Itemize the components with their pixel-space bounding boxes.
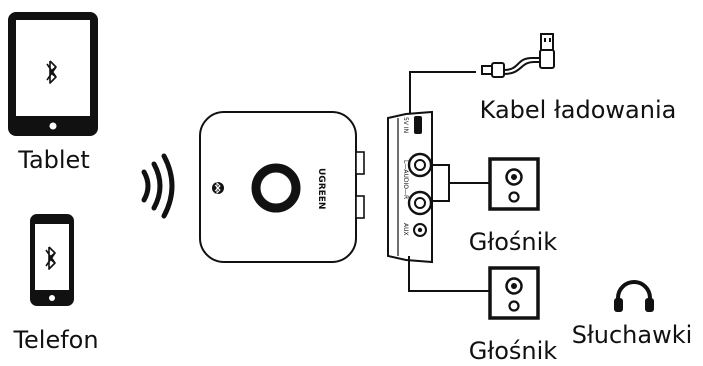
tablet-device [8,12,98,136]
aux-port [413,223,427,237]
bluetooth-icon [46,60,57,84]
connection-lines [408,71,490,292]
aux-port-label: AUX [402,223,409,236]
bluetooth-icon [212,181,224,195]
headphones-label: Słuchawki [572,321,693,349]
speaker-top-label: Głośnik [469,228,557,256]
rca-port-label: L—AUDIO—R [402,160,409,199]
wireless-waves-icon [141,153,175,219]
speaker-icon [488,266,540,320]
phone-label: Telefon [12,326,98,354]
bluetooth-icon [45,246,56,270]
charging-cable-label: Kabel ładowania [480,96,677,124]
power-button [251,163,301,213]
rca-port-right [407,152,433,178]
device-back-panel: 5V IN L—AUDIO—R AUX [387,110,433,264]
dc-input-port [414,116,422,134]
aux-line [408,256,490,292]
tablet-label: Tablet [17,146,89,174]
charging-cable-line [409,71,476,114]
speaker-icon [488,157,540,211]
headphones-icon [614,280,654,312]
rca-port-left [407,190,433,216]
rca-line [432,164,450,202]
speaker-bottom-label: Głośnik [469,337,557,365]
bluetooth-receiver: UGREEN [199,111,365,263]
usb-cable-icon [481,33,555,78]
brand-logo: UGREEN [316,168,326,209]
dc-port-label: 5V IN [402,117,409,133]
phone-device [30,214,74,306]
